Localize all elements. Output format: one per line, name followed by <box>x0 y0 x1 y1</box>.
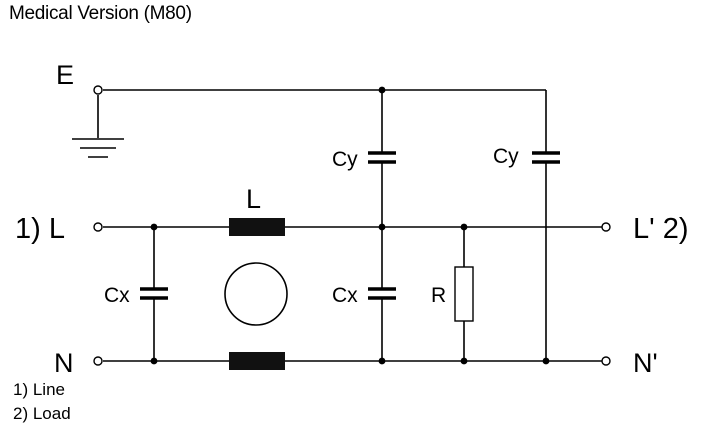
junction-dot <box>460 223 468 231</box>
label-line-out: L' 2) <box>633 213 689 245</box>
inductor-line-winding <box>229 218 285 236</box>
label-inductor: L <box>246 184 261 214</box>
label-cy-right: Cy <box>493 145 519 168</box>
terminal-neutral-out <box>601 356 611 366</box>
inductor-core <box>224 262 288 326</box>
label-earth: E <box>56 60 74 90</box>
junction-dot <box>378 86 386 94</box>
terminal-neutral-in <box>93 356 103 366</box>
label-cy-left: Cy <box>332 148 358 171</box>
resistor-body <box>454 266 474 322</box>
junction-dot <box>460 357 468 365</box>
terminal-line-out <box>601 222 611 232</box>
label-cx-mid: Cx <box>332 284 358 307</box>
junction-dot <box>378 223 386 231</box>
label-cx-left: Cx <box>104 284 130 307</box>
label-neutral-in: N <box>54 348 74 378</box>
inductor-neutral-winding <box>229 352 285 370</box>
footnote-load: 2) Load <box>13 404 71 423</box>
junction-dot <box>150 223 158 231</box>
terminal-earth <box>93 85 103 95</box>
diagram-title: Medical Version (M80) <box>9 3 192 24</box>
label-resistor: R <box>431 284 446 307</box>
label-neutral-out: N' <box>633 348 658 378</box>
label-line-in: 1) L <box>15 213 65 245</box>
junction-dot <box>542 357 550 365</box>
junction-dot <box>150 357 158 365</box>
terminal-line-in <box>93 222 103 232</box>
footnotes: 1) Line 2) Load <box>13 378 71 426</box>
junction-dot <box>378 357 386 365</box>
footnote-line: 1) Line <box>13 380 65 399</box>
